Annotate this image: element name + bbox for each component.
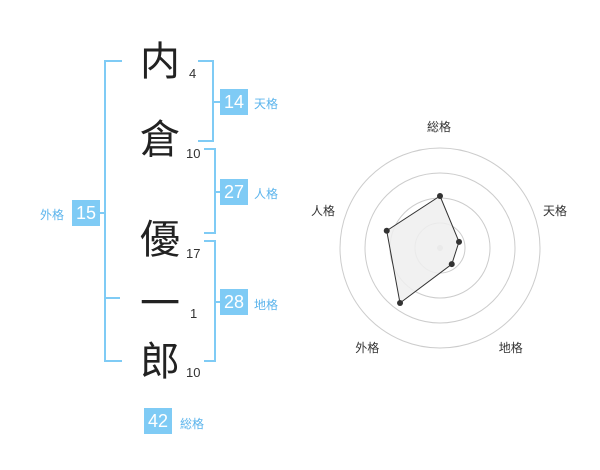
stroke-count-1: 4 <box>189 66 197 81</box>
name-char-3: 優 <box>140 217 180 263</box>
radar-series-polygon <box>386 195 460 304</box>
gaikaku-bracket-tick <box>104 297 120 299</box>
chikaku-badge: 28 <box>220 289 249 315</box>
radar-axis-label-3: 地格 <box>498 340 523 355</box>
radar-axis-label-5: 人格 <box>310 204 335 219</box>
gaikaku-connector <box>98 212 106 214</box>
stroke-count-5: 10 <box>186 365 201 380</box>
gaikaku-badge: 15 <box>72 200 101 226</box>
radar-axis-label-2: 天格 <box>543 204 568 219</box>
radar-axis-label-4: 外格 <box>355 340 380 355</box>
gaikaku-bracket <box>104 60 122 362</box>
radar-point-5 <box>383 227 390 234</box>
radar-point-3 <box>448 261 455 268</box>
radar-point-4 <box>397 300 404 307</box>
jinkaku-badge: 27 <box>220 179 249 205</box>
radar-point-2 <box>456 238 463 245</box>
name-char-2: 倉 <box>140 117 180 163</box>
jinkaku-connector <box>214 191 220 193</box>
radar-ring <box>339 147 541 349</box>
tenkaku-badge: 14 <box>220 89 249 115</box>
stroke-count-3: 17 <box>186 246 201 261</box>
gaikaku-label: 外格 <box>40 208 65 222</box>
soukaku-label: 総格 <box>180 417 205 431</box>
radar-ring <box>364 172 516 324</box>
tenkaku-connector <box>212 101 220 103</box>
chikaku-connector <box>214 301 220 303</box>
chikaku-label: 地格 <box>254 298 279 312</box>
soukaku-badge: 42 <box>144 408 173 434</box>
stroke-count-2: 10 <box>186 146 201 161</box>
stroke-count-4: 1 <box>190 306 198 321</box>
tenkaku-label: 天格 <box>254 97 279 111</box>
name-char-1: 内 <box>140 39 180 85</box>
name-char-5: 郎 <box>140 339 180 385</box>
jinkaku-label: 人格 <box>254 187 279 201</box>
name-char-4: 一 <box>140 281 180 327</box>
radar-axis-label-1: 総格 <box>427 120 452 134</box>
radar-point-1 <box>437 193 443 199</box>
